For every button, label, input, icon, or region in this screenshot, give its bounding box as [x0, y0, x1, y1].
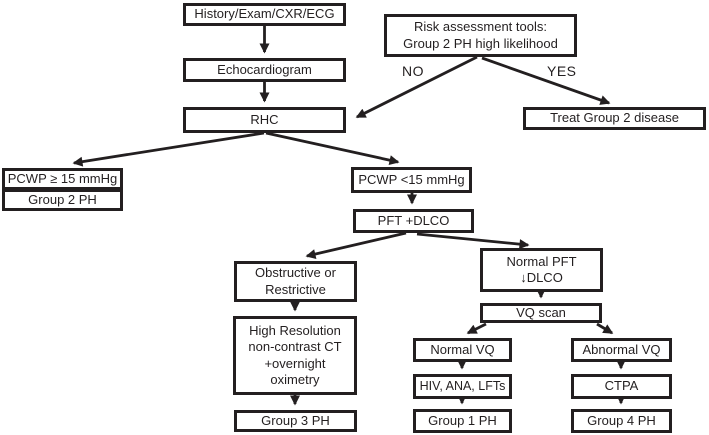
node-pcwp-ge-15: PCWP ≥ 15 mmHg	[2, 168, 123, 190]
node-hiv-ana-lfts: HIV, ANA, LFTs	[413, 374, 512, 399]
node-group4-ph: Group 4 PH	[571, 409, 672, 433]
node-group3-ph: Group 3 PH	[234, 410, 357, 432]
edge-label-no: NO	[402, 63, 424, 79]
node-high-res-ct-oximetry: High Resolution non-contrast CT +overnig…	[233, 316, 357, 395]
node-obstructive-restrictive: Obstructive or Restrictive	[234, 261, 357, 302]
node-treat-group2-disease: Treat Group 2 disease	[523, 107, 706, 130]
node-abnormal-vq: Abnormal VQ	[571, 338, 672, 362]
node-normal-vq: Normal VQ	[413, 338, 512, 362]
node-echocardiogram: Echocardiogram	[183, 58, 346, 82]
edge-label-yes: YES	[547, 63, 577, 79]
node-rhc: RHC	[183, 107, 346, 133]
node-history-exam-cxr-ecg: History/Exam/CXR/ECG	[183, 3, 346, 26]
node-group1-ph: Group 1 PH	[413, 409, 512, 433]
node-normal-pft-low-dlco: Normal PFT ↓DLCO	[480, 248, 603, 292]
node-vq-scan: VQ scan	[480, 303, 602, 323]
node-pft-dlco: PFT +DLCO	[353, 209, 474, 233]
node-pcwp-lt-15: PCWP <15 mmHg	[351, 167, 472, 193]
node-risk-assessment: Risk assessment tools: Group 2 PH high l…	[384, 14, 577, 57]
node-ctpa: CTPA	[571, 374, 672, 399]
node-group2-ph: Group 2 PH	[2, 189, 123, 211]
